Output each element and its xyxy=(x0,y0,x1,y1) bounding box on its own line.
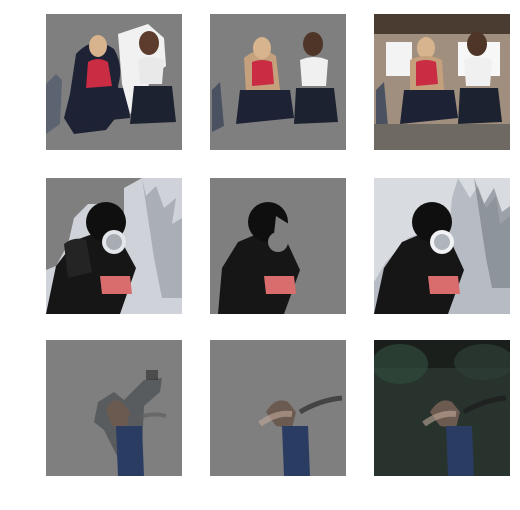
row2-refined-mask-image xyxy=(210,178,346,314)
row1-refined-mask-image xyxy=(210,14,346,150)
row1-coarse-mask-image xyxy=(46,14,182,150)
row1-original-photo xyxy=(374,14,510,150)
row3-coarse-mask-image xyxy=(46,340,182,476)
row2-original-photo xyxy=(374,178,510,314)
row2-coarse-mask-image xyxy=(46,178,182,314)
row3-original-photo xyxy=(374,340,510,476)
row3-refined-mask-image xyxy=(210,340,346,476)
